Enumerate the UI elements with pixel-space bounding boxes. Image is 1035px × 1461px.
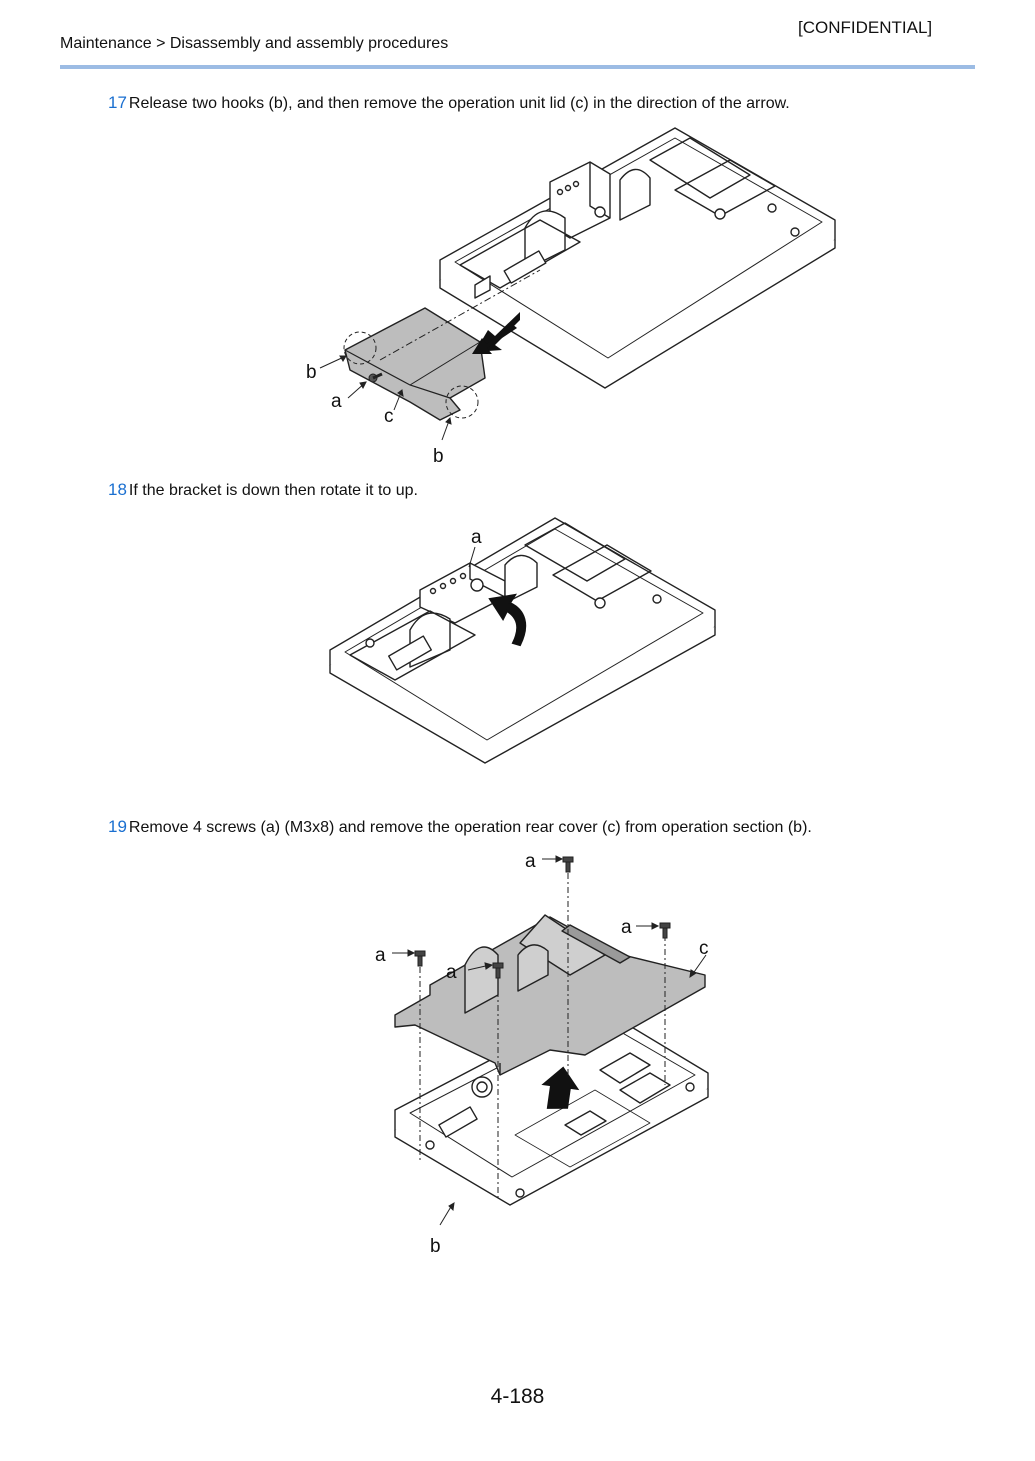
step-number: 19 <box>108 817 127 836</box>
figure-operation-unit-lid-removal: b a c b <box>306 127 836 467</box>
callout-a: a <box>331 391 342 412</box>
page-number: 4-188 <box>490 1385 545 1408</box>
callout-a-4: a <box>446 962 457 983</box>
breadcrumb: Maintenance > Disassembly and assembly p… <box>60 35 449 52</box>
callout-b: b <box>430 1236 441 1257</box>
callout-b-bottom: b <box>433 446 444 467</box>
confidential-label: [CONFIDENTIAL] <box>798 18 933 37</box>
callout-c: c <box>699 938 709 959</box>
callout-c: c <box>384 406 394 427</box>
step-number: 17 <box>108 93 127 112</box>
step-text: Release two hooks (b), and then remove t… <box>128 95 790 112</box>
callout-a-3: a <box>375 945 386 966</box>
header-divider <box>60 65 975 69</box>
callout-a-1: a <box>525 851 536 872</box>
step-number: 18 <box>108 480 127 499</box>
step-text: If the bracket is down then rotate it to… <box>128 482 418 499</box>
callout-a: a <box>471 527 482 548</box>
figure-rear-cover-removal: a a a a c b <box>375 851 709 1257</box>
callout-a-2: a <box>621 917 632 938</box>
callout-b-top: b <box>306 362 317 383</box>
figure-bracket-rotation: a <box>329 517 716 764</box>
step-text: Remove 4 screws (a) (M3x8) and remove th… <box>128 819 812 836</box>
